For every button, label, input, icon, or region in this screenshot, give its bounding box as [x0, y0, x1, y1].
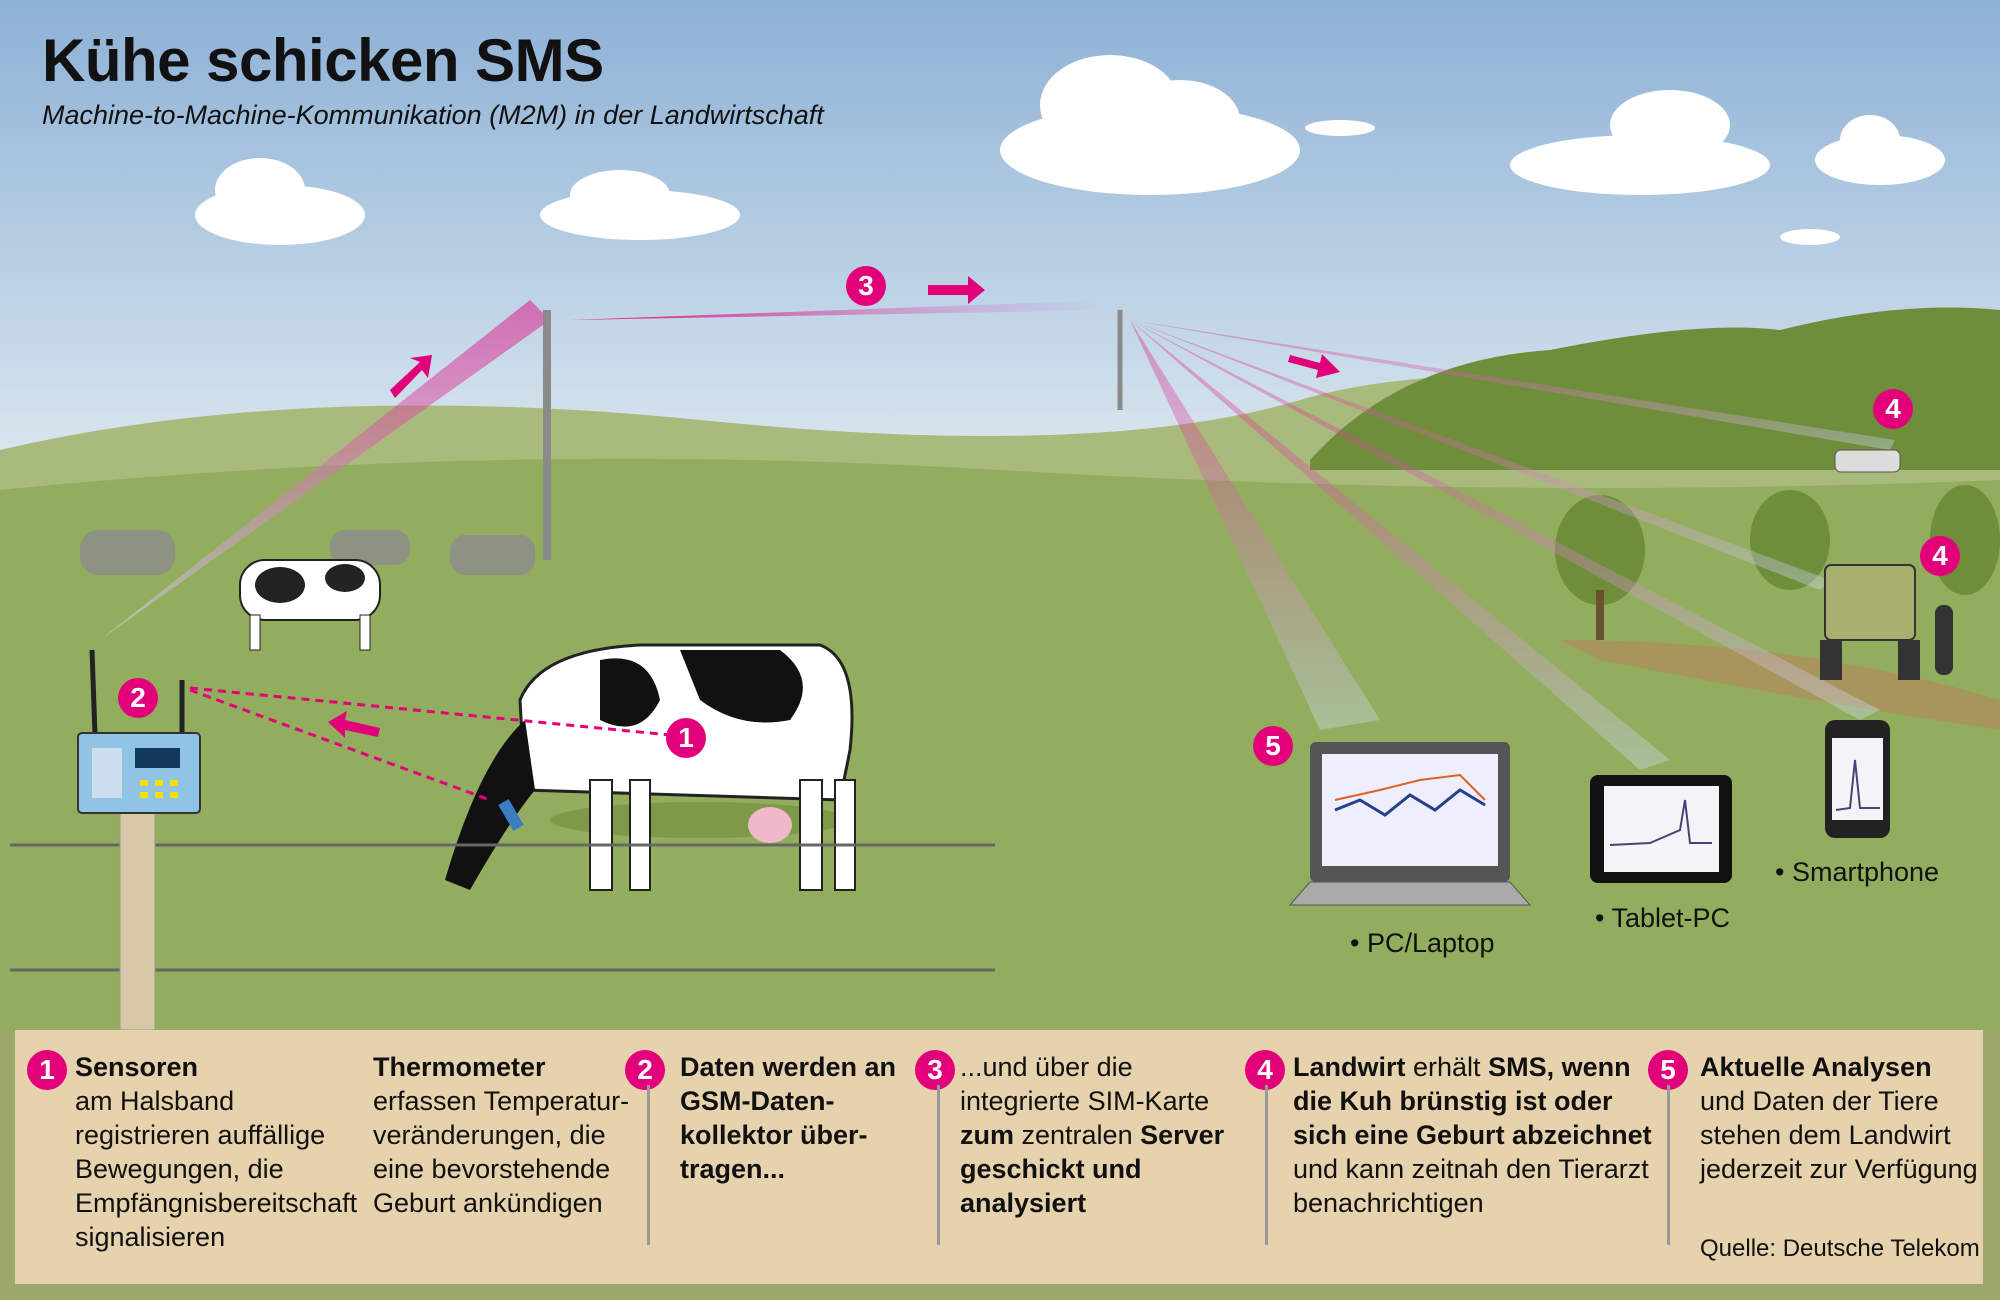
legend-panel: 1 Sensoren am Halsband registrieren auffä…	[15, 1030, 1983, 1284]
step-3-bold: zum	[960, 1120, 1014, 1150]
data-link	[189, 686, 671, 802]
step-1-text: am Halsband registrieren auffällige Bewe…	[75, 1086, 358, 1252]
farmer	[1935, 605, 1953, 675]
clouds	[195, 55, 1945, 245]
thermometer-title: Thermometer	[373, 1052, 546, 1082]
marker-3: 3	[846, 266, 886, 306]
laptop	[1288, 742, 1532, 906]
signal-beams-to-devices	[1130, 320, 1895, 770]
fence	[10, 843, 995, 972]
step-3-bold: Server geschickt und analysiert	[960, 1120, 1225, 1218]
step-4-bold: Landwirt	[1293, 1052, 1406, 1082]
signal-beam	[100, 300, 550, 640]
step-4-text: und kann zeitnah den Tierarzt benachrich…	[1293, 1154, 1649, 1218]
cell-tower-icon	[543, 310, 1123, 560]
step-2-title: Daten werden an GSM-Daten-kollektor über…	[680, 1052, 897, 1184]
step-thermometer: Thermometer erfassen Temperatur-veränderu…	[373, 1050, 633, 1220]
field-path	[1560, 640, 2000, 730]
marker-2: 2	[118, 678, 158, 718]
step-3-text: zentralen	[1021, 1120, 1133, 1150]
tablet-label: • Tablet-PC	[1595, 903, 1731, 933]
page-title: Kühe schicken SMS	[42, 27, 604, 94]
marker-5: 5	[1253, 726, 1293, 766]
step-5: Aktuelle Analysen und Daten der Tiere ste…	[1700, 1050, 1985, 1186]
step-3-badge: 3	[915, 1050, 955, 1090]
divider	[647, 1085, 650, 1245]
tablet	[1590, 775, 1732, 883]
gsm-data-collector	[77, 649, 201, 814]
step-4-badge: 4	[1245, 1050, 1285, 1090]
signal-beam	[570, 300, 1115, 320]
step-1-title: Sensoren	[75, 1052, 199, 1082]
cow-main	[445, 643, 856, 891]
page-subtitle: Machine-to-Machine-Kommunikation (M2M) i…	[42, 100, 824, 130]
step-4-text: erhält	[1413, 1052, 1481, 1082]
car	[1834, 449, 1901, 473]
step-5-title: Aktuelle Analysen	[1700, 1052, 1932, 1082]
source-credit: Quelle: Deutsche Telekom	[1700, 1235, 1980, 1262]
tractor	[1820, 564, 1953, 680]
step-4-bold: SMS, wenn die Kuh brünstig ist oder sich…	[1293, 1052, 1652, 1150]
grass	[0, 458, 2000, 1030]
step-3-text: ...und über die integrierte SIM-Karte	[960, 1052, 1210, 1116]
pole	[119, 789, 156, 1031]
step-5-text: und Daten der Tiere stehen dem Landwirt …	[1700, 1086, 1978, 1184]
cow-herd	[80, 530, 535, 575]
step-4: Landwirt erhält SMS, wenn die Kuh brünst…	[1293, 1050, 1663, 1220]
step-5-badge: 5	[1648, 1050, 1688, 1090]
step-2-badge: 2	[625, 1050, 665, 1090]
divider	[1667, 1085, 1670, 1245]
thermometer-text: erfassen Temperatur-veränderungen, die e…	[373, 1086, 630, 1218]
smartphone	[1825, 720, 1890, 838]
laptop-label: • PC/Laptop	[1350, 928, 1495, 958]
divider	[1265, 1085, 1268, 1245]
step-1-badge: 1	[27, 1050, 67, 1090]
forest	[1310, 307, 2000, 470]
divider	[937, 1085, 940, 1245]
step-3: ...und über die integrierte SIM-Karte zu…	[960, 1050, 1260, 1220]
marker-1: 1	[666, 718, 706, 758]
step-1: Sensoren am Halsband registrieren auffäll…	[75, 1050, 360, 1254]
step-2: Daten werden an GSM-Daten-kollektor über…	[680, 1050, 920, 1186]
marker-4-car: 4	[1873, 389, 1913, 429]
cow-small	[239, 559, 381, 651]
arrow-icon	[328, 276, 1340, 738]
marker-4-tractor: 4	[1920, 536, 1960, 576]
smartphone-label: • Smartphone	[1775, 857, 1940, 887]
